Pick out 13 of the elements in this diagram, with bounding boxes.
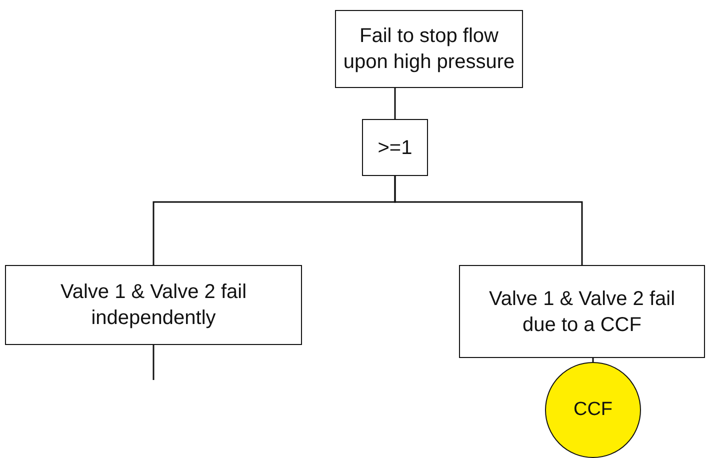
connector-line xyxy=(394,88,396,119)
node-label: Fail to stop flow upon high pressure xyxy=(342,24,516,75)
process-box xyxy=(459,265,705,358)
node-label: Valve 1 & Valve 2 fail due to a CCF xyxy=(488,286,676,338)
node-label: CCF xyxy=(573,398,613,422)
process-box xyxy=(362,119,428,176)
connector-line xyxy=(592,358,594,362)
node-label: Valve 1 & Valve 2 fail independently xyxy=(59,280,248,331)
process-box xyxy=(5,265,302,345)
connector-line xyxy=(152,345,154,380)
connector-line xyxy=(394,176,583,265)
process-box xyxy=(335,10,523,88)
node-label: >=1 xyxy=(378,136,412,160)
